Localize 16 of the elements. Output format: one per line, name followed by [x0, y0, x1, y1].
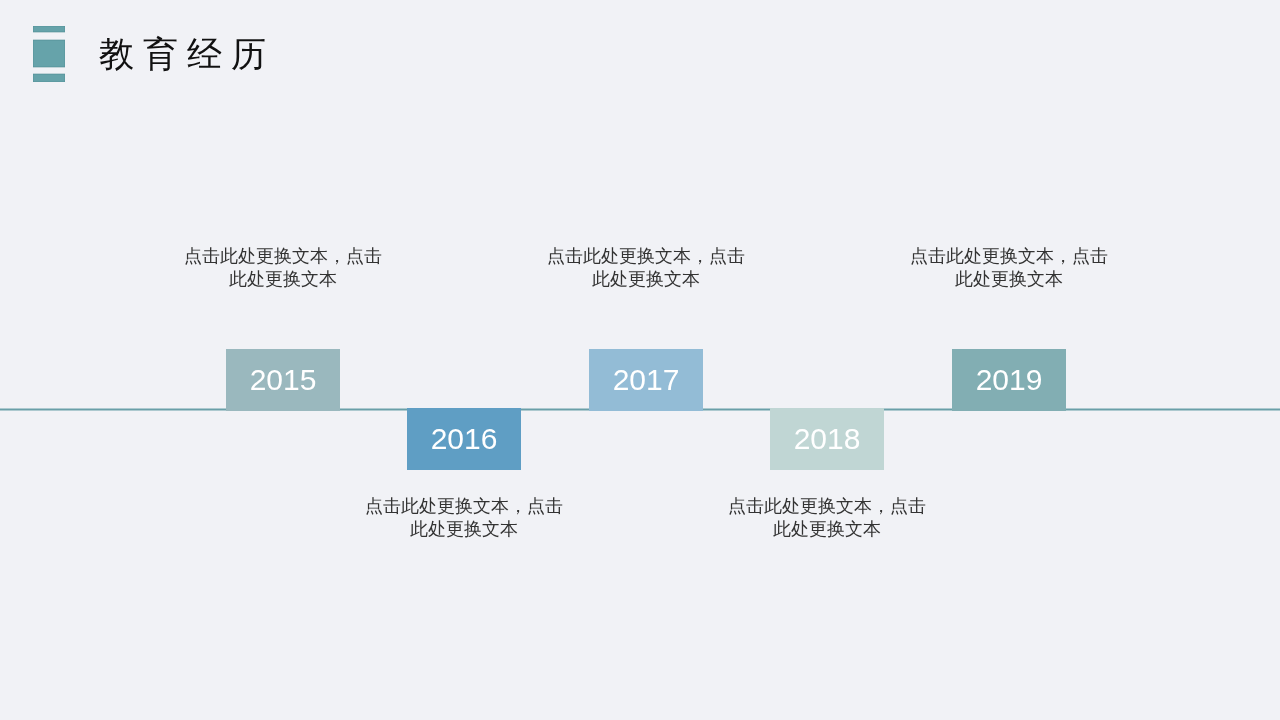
year-label: 2019 [975, 363, 1043, 397]
description-text: 点击此处更换文本，点击此处更换文本 [546, 244, 746, 290]
description-text: 点击此处更换文本，点击此处更换文本 [909, 244, 1109, 290]
year-label: 2016 [430, 422, 498, 456]
description-text: 点击此处更换文本，点击此处更换文本 [364, 494, 564, 540]
slide-title: 教育经历 [99, 33, 275, 76]
year-label: 2018 [793, 422, 861, 456]
description-text: 点击此处更换文本，点击此处更换文本 [727, 494, 927, 540]
year-box [952, 349, 1066, 411]
year-box [226, 349, 340, 411]
year-box [407, 408, 521, 470]
year-box [589, 349, 703, 411]
year-label: 2015 [249, 363, 317, 397]
description-text: 点击此处更换文本，点击此处更换文本 [183, 244, 383, 290]
year-label: 2017 [612, 363, 680, 397]
year-box [770, 408, 884, 470]
